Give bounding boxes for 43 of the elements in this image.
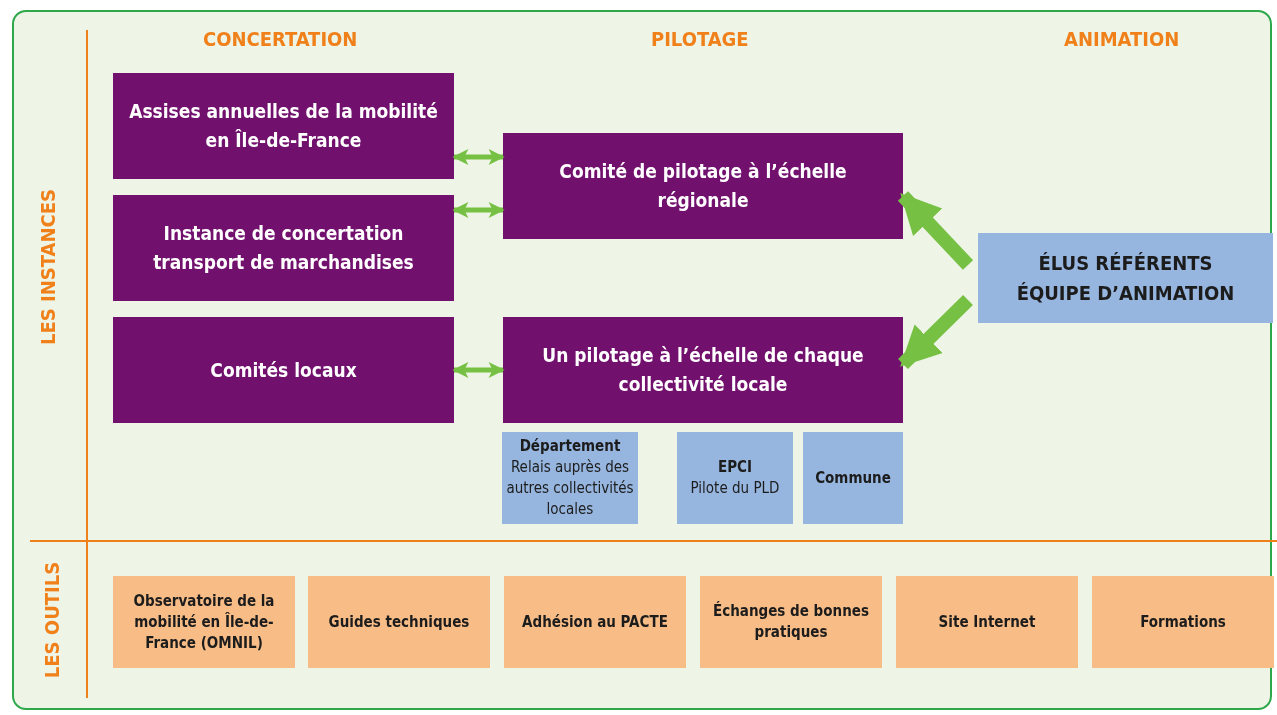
box-label: Guides techniques xyxy=(328,611,470,633)
box-label: Assises annuelles de la mobilité en Île-de-France xyxy=(128,99,439,153)
box-label: Comités locaux xyxy=(210,357,357,383)
column-heading: CONCERTATION xyxy=(203,27,358,51)
box-label: Adhésion au PACTE xyxy=(522,611,668,633)
column-heading: PILOTAGE xyxy=(651,27,749,51)
tool-box xyxy=(896,576,1078,668)
instance-box xyxy=(113,317,454,423)
box-label: Instance de concertation transport de marchandises xyxy=(152,221,415,275)
box-label: Site Internet xyxy=(938,611,1036,633)
box-text: Relais auprès des autres collectivités locales xyxy=(506,457,634,520)
instance-box xyxy=(113,73,454,179)
instance-box xyxy=(503,133,903,239)
role-box xyxy=(502,432,638,524)
box-label: Commune xyxy=(815,467,891,489)
role-box xyxy=(978,233,1273,323)
row-heading: LES INSTANCES xyxy=(35,189,60,345)
tool-box xyxy=(113,576,295,668)
box-label: Observatoire de la mobilité en Île-de-France (OMNIL) xyxy=(132,590,276,654)
box-text: ÉQUIPE D’ANIMATION xyxy=(1016,280,1235,307)
role-box xyxy=(803,432,903,524)
double-arrow xyxy=(452,149,505,165)
box-label: Formations xyxy=(1140,611,1226,633)
row-heading: LES OUTILS xyxy=(40,561,65,679)
role-box xyxy=(677,432,793,524)
box-label: Échanges de bonnes pratiques xyxy=(712,601,870,643)
box-text: Pilote du PLD xyxy=(690,478,780,499)
double-arrow xyxy=(452,362,505,378)
column-heading: ANIMATION xyxy=(1064,27,1180,51)
double-arrow xyxy=(452,202,505,218)
box-heading: ÉLUS RÉFÉRENTS xyxy=(1038,250,1213,277)
thick-arrow xyxy=(897,191,974,270)
box-heading: EPCI xyxy=(718,457,752,478)
tool-box xyxy=(700,576,882,668)
tool-box xyxy=(504,576,686,668)
box-label: Un pilotage à l’échelle de chaque collectivité locale xyxy=(541,343,865,397)
instance-box xyxy=(503,317,903,423)
box-heading: Département xyxy=(519,436,621,457)
tool-box xyxy=(308,576,490,668)
thick-arrow xyxy=(898,295,973,369)
instance-box xyxy=(113,195,454,301)
box-label: Comité de pilotage à l’échelle régionale xyxy=(558,159,848,213)
tool-box xyxy=(1092,576,1274,668)
